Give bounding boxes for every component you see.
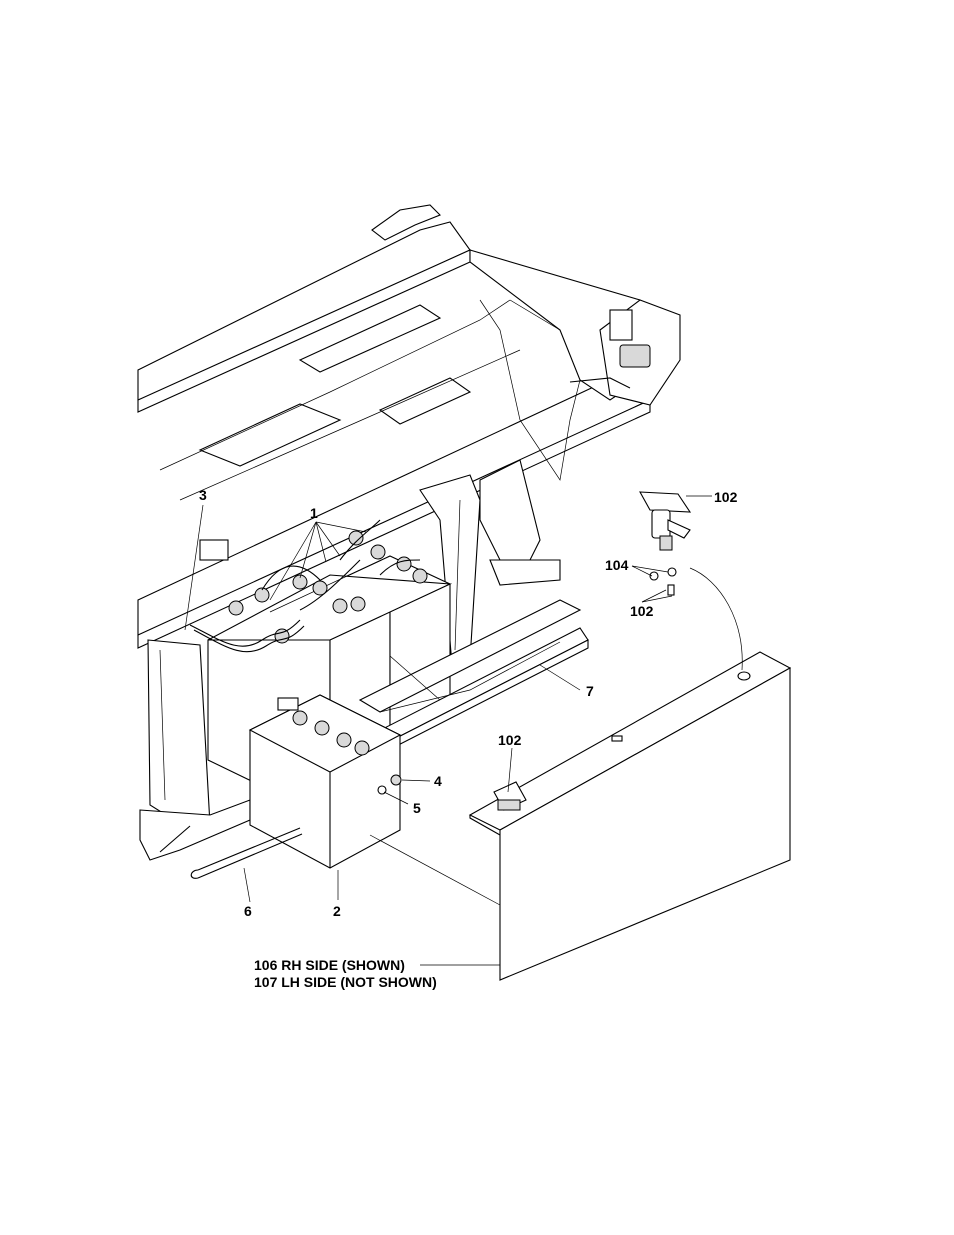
callout-6: 6: [244, 903, 252, 919]
callout-4: 4: [434, 773, 442, 789]
cover-label-lh: 107 LH SIDE (NOT SHOWN): [254, 974, 437, 990]
callout-3: 3: [199, 487, 207, 503]
chassis-frame: [137, 204, 681, 649]
callout-104: 104: [605, 557, 629, 573]
callout-7: 7: [586, 683, 594, 699]
callout-102-lower: 102: [498, 732, 522, 748]
battery-2: [248, 694, 402, 869]
left-support-leg: [139, 639, 251, 861]
callout-2: 2: [333, 903, 341, 919]
side-cover: [468, 651, 792, 981]
cover-label-rh: 106 RH SIDE (SHOWN): [254, 957, 405, 973]
callout-102-top: 102: [714, 489, 738, 505]
mount-bracket: [419, 459, 561, 666]
callout-102-middle: 102: [630, 603, 654, 619]
hold-down-rod: [190, 827, 303, 879]
latch-assembly: [639, 491, 743, 671]
callout-5: 5: [413, 800, 421, 816]
callout-1: 1: [310, 505, 318, 521]
leader-lines: [184, 495, 712, 966]
callouts: 1 2 3 4 5 6 7 102 104 102 102 106 RH SID…: [199, 487, 738, 990]
